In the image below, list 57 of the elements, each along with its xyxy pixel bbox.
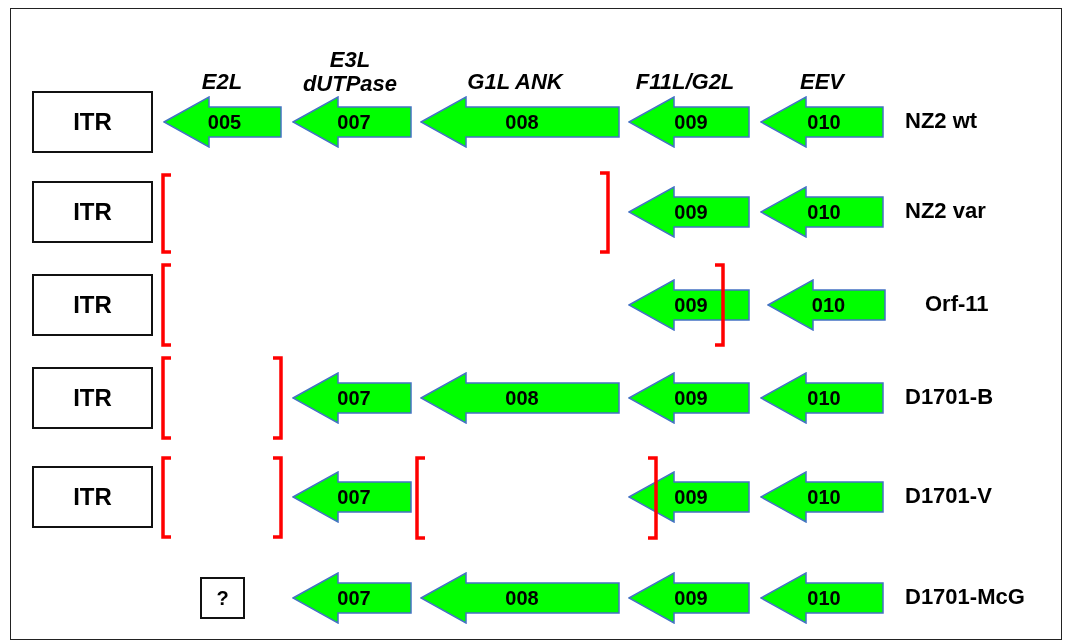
gene-number: 010 xyxy=(806,388,842,408)
itr-box: ITR xyxy=(32,181,153,243)
gene-number: 009 xyxy=(673,588,709,608)
gene-block xyxy=(163,96,282,148)
itr-box: ITR xyxy=(32,367,153,429)
gene-block xyxy=(767,279,886,331)
strain-name: D1701-V xyxy=(905,484,992,509)
column-header: E2L xyxy=(200,70,244,95)
gene-block xyxy=(292,572,412,624)
gene-number: 009 xyxy=(673,388,709,408)
gene-block xyxy=(628,572,750,624)
gene-number: 008 xyxy=(504,112,540,132)
gene-block xyxy=(292,96,412,148)
strain-name: D1701-McG xyxy=(905,585,1025,610)
gene-number: 010 xyxy=(810,295,847,315)
gene-number: 009 xyxy=(673,112,709,132)
gene-block xyxy=(628,372,750,424)
gene-block xyxy=(628,186,750,238)
column-header: EEV xyxy=(799,70,847,95)
gene-block xyxy=(420,572,620,624)
gene-block xyxy=(420,96,620,148)
gene-number: 009 xyxy=(673,202,709,222)
gene-block xyxy=(420,372,620,424)
gene-number: 007 xyxy=(336,487,372,507)
gene-number: 009 xyxy=(673,295,709,315)
gene-block xyxy=(628,471,750,523)
gene-number: 009 xyxy=(673,487,709,507)
strain-name: NZ2 wt xyxy=(905,109,978,134)
gene-number: 010 xyxy=(806,202,842,222)
gene-number: 010 xyxy=(806,112,842,132)
itr-box: ITR xyxy=(32,466,153,528)
gene-block xyxy=(760,96,884,148)
unknown-box: ? xyxy=(200,577,245,619)
gene-block xyxy=(760,471,884,523)
gene-number: 008 xyxy=(504,388,540,408)
itr-box: ITR xyxy=(32,274,153,336)
column-header: E3L dUTPase xyxy=(301,48,399,97)
gene-block xyxy=(292,471,412,523)
gene-number: 007 xyxy=(336,112,372,132)
strain-name: NZ2 var xyxy=(905,199,986,224)
strain-name: Orf-11 xyxy=(925,292,989,317)
itr-box: ITR xyxy=(32,91,153,153)
gene-block xyxy=(760,372,884,424)
gene-block xyxy=(628,279,750,331)
gene-number: 005 xyxy=(206,112,243,132)
gene-block xyxy=(292,372,412,424)
gene-number: 008 xyxy=(504,588,540,608)
gene-number: 007 xyxy=(336,588,372,608)
column-header: G1L ANK xyxy=(466,70,565,95)
gene-block xyxy=(628,96,750,148)
gene-block xyxy=(760,186,884,238)
strain-name: D1701-B xyxy=(905,385,994,410)
gene-number: 010 xyxy=(806,588,842,608)
gene-number: 007 xyxy=(336,388,372,408)
column-header: F11L/G2L xyxy=(634,70,736,95)
gene-number: 010 xyxy=(806,487,842,507)
gene-block xyxy=(760,572,884,624)
